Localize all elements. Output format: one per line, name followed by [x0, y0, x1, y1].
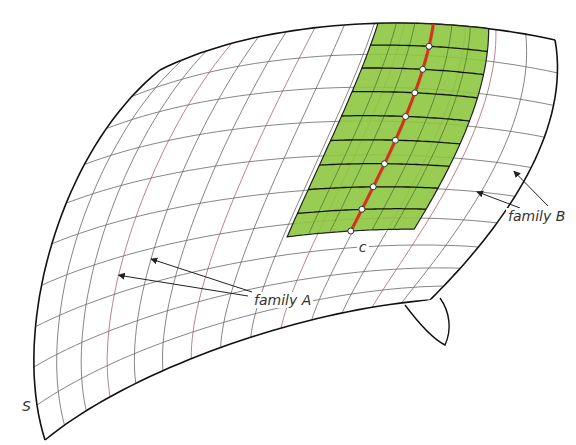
strip-line — [351, 24, 434, 231]
family-b-curve — [52, 188, 515, 244]
red-curve — [351, 24, 434, 231]
surface-edge — [45, 40, 558, 440]
curve-point — [392, 137, 398, 143]
family-b-curve — [42, 218, 497, 285]
leader-arrow — [119, 275, 249, 296]
family-b-curve — [34, 268, 460, 367]
family-a-curve — [107, 43, 232, 396]
strip-line — [393, 27, 470, 230]
figure-label: family A — [252, 292, 313, 308]
green-strip — [287, 23, 488, 237]
strip-line — [372, 25, 452, 230]
family-b-curve — [84, 121, 544, 164]
curve-point — [382, 161, 388, 167]
surface-edge — [160, 23, 555, 70]
curve-point — [348, 228, 354, 234]
surface-edge — [34, 70, 160, 440]
family-b-curve — [66, 155, 531, 203]
surface-outline — [34, 23, 558, 440]
curve-point — [412, 90, 418, 96]
leader-arrows — [119, 171, 549, 296]
curve-point — [426, 43, 432, 49]
leader-arrow — [514, 171, 548, 206]
curve-c — [348, 24, 434, 234]
curve-point — [420, 66, 426, 72]
curve-point — [359, 206, 365, 212]
leader-arrow — [477, 192, 520, 208]
figure-label: S — [20, 398, 33, 414]
family-b-curve — [37, 286, 444, 405]
curve-point — [403, 114, 409, 120]
family-a-curve — [191, 28, 315, 359]
family-b-curve — [132, 54, 558, 97]
strip-region — [287, 23, 488, 237]
strip-line — [308, 23, 396, 234]
figure-label: c — [357, 239, 369, 255]
leader-arrow — [151, 259, 252, 292]
figure-label: family B — [506, 208, 567, 224]
surface-fold — [405, 298, 449, 345]
family-b-curve — [106, 87, 553, 128]
curve-point — [370, 184, 376, 190]
